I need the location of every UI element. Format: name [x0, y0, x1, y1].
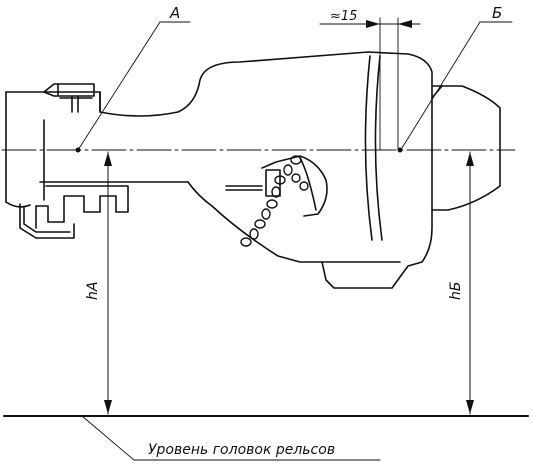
arrow-ha-top	[104, 152, 112, 166]
yoke-bracket	[19, 185, 129, 239]
arrow-dim15-left	[366, 20, 380, 28]
leader-a	[77, 21, 161, 151]
label-rail-level: Уровень головок рельсов	[148, 442, 335, 458]
arrow-dim15-right	[398, 20, 412, 28]
label-height-b: hБ	[448, 282, 464, 300]
arrow-hb-top	[466, 152, 474, 166]
chain	[240, 155, 309, 247]
lock-pin	[43, 83, 95, 113]
coupler-shank	[5, 51, 433, 208]
arrow-ha-bottom	[104, 400, 112, 414]
release-lever	[261, 155, 328, 217]
label-point-a: А	[169, 4, 180, 22]
point-a-marker	[75, 147, 81, 153]
point-b-marker	[397, 147, 403, 153]
leader-b	[401, 21, 481, 149]
head-contour-lines	[364, 55, 383, 241]
coupler-knuckle	[431, 85, 501, 211]
label-point-b: Б	[492, 4, 502, 22]
label-dimension-15: ≈15	[330, 9, 357, 24]
label-height-a: hА	[85, 282, 101, 300]
coupler-head-body	[39, 94, 433, 289]
arrow-hb-bottom	[466, 400, 474, 414]
leader-rail	[81, 415, 135, 461]
